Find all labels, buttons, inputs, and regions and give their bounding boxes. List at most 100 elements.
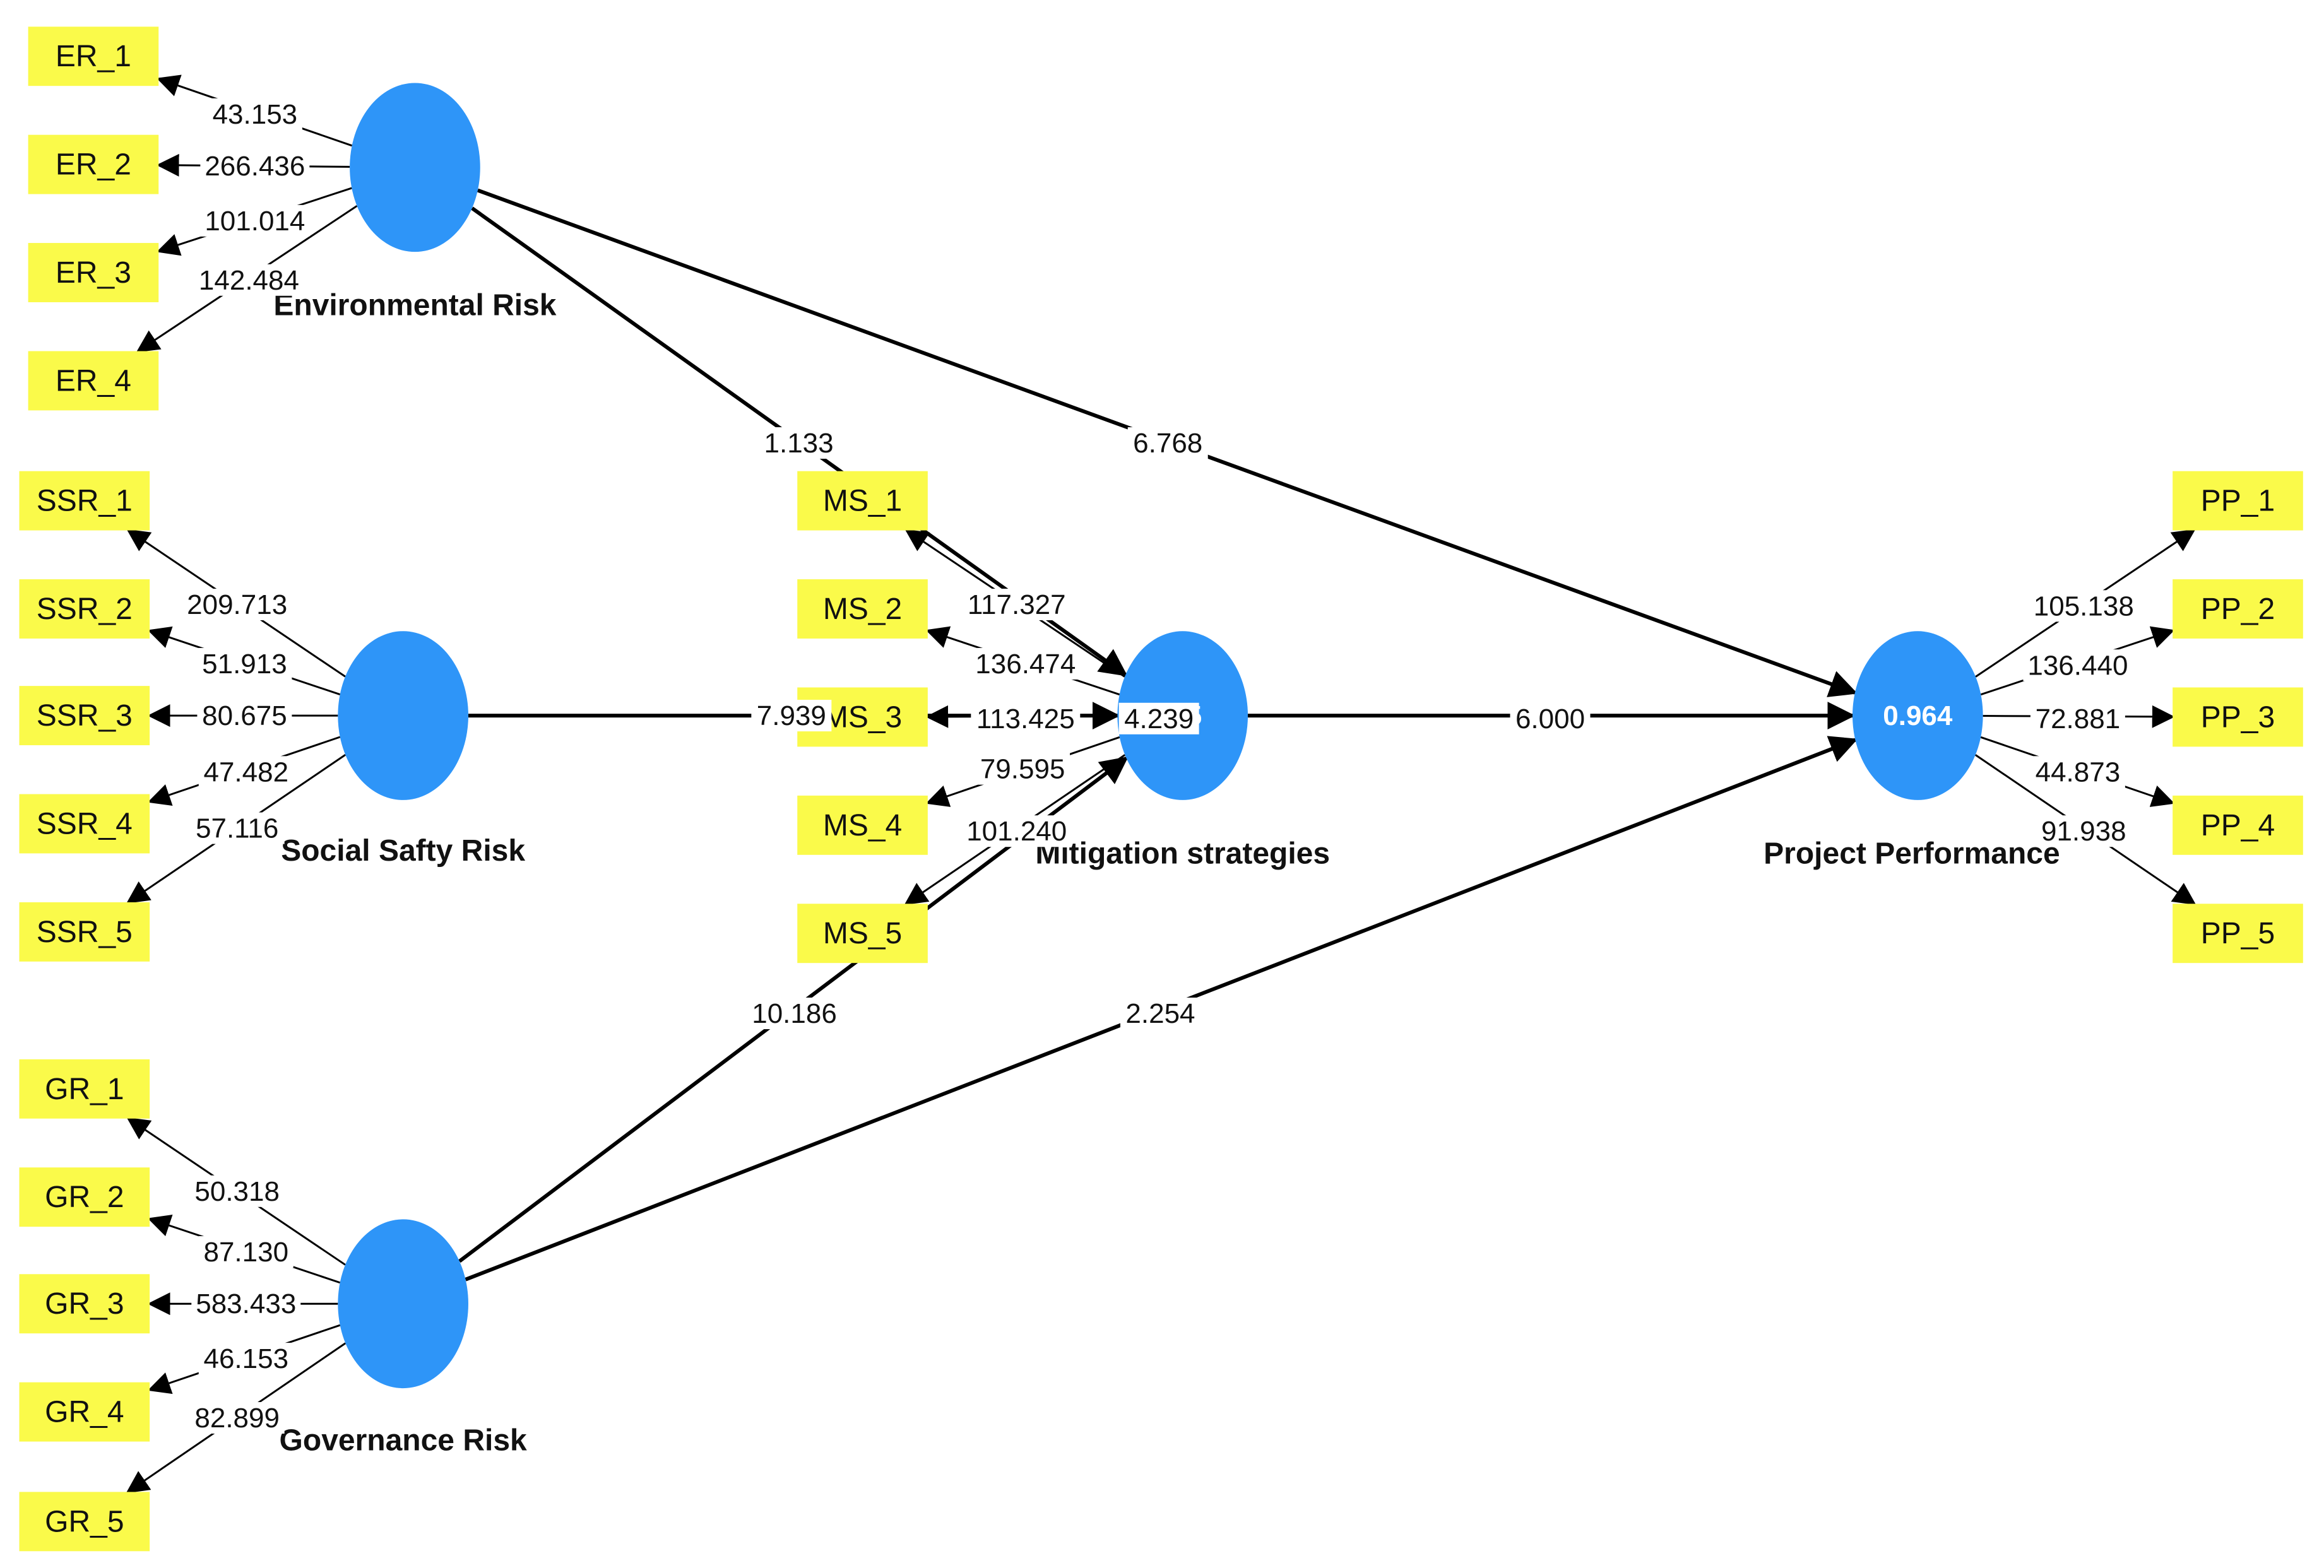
label-bg: [2023, 649, 2133, 681]
label-text: 101.240: [966, 816, 1067, 847]
indicator-box: [19, 1167, 150, 1227]
indicator-pp_5[interactable]: PP_5: [2173, 904, 2303, 964]
loading-value-gr_1: 50.318: [189, 1175, 285, 1207]
label-bg: [197, 700, 292, 732]
indicator-er_3[interactable]: ER_3: [28, 243, 159, 302]
indicator-ms_4[interactable]: MS_4: [797, 795, 928, 855]
indicator-label: PP_4: [2201, 809, 2275, 842]
indicator-label: MS_2: [823, 592, 902, 626]
label-text: 101.014: [205, 206, 305, 237]
indicator-er_2[interactable]: ER_2: [28, 134, 159, 194]
label-text: 7.939: [757, 700, 826, 731]
indicator-box: [2173, 687, 2303, 747]
loading-value-ssr_1: 209.713: [182, 588, 292, 620]
indicator-label: PP_3: [2201, 700, 2275, 734]
indicator-ssr_4[interactable]: SSR_4: [19, 794, 150, 854]
indicator-ssr_3[interactable]: SSR_3: [19, 686, 150, 746]
indicator-label: ER_3: [56, 256, 131, 290]
loading-value-ssr_5: 57.116: [189, 812, 285, 844]
label-text: 50.318: [194, 1176, 280, 1207]
label-text: 10.186: [752, 998, 837, 1029]
construct-name-ssr: Social Safty Risk: [281, 834, 525, 868]
indicator-label: PP_2: [2201, 592, 2275, 626]
indicator-box: [28, 243, 159, 302]
label-text: 266.436: [205, 151, 305, 182]
indicator-ssr_1[interactable]: SSR_1: [19, 471, 150, 531]
construct-ssr[interactable]: [338, 631, 468, 800]
indicator-pp_2[interactable]: PP_2: [2173, 579, 2303, 639]
label-text: 80.675: [202, 700, 287, 731]
indicator-ms_5[interactable]: MS_5: [797, 904, 928, 964]
indicator-gr_1[interactable]: GR_1: [19, 1059, 150, 1119]
indicator-box: [2173, 471, 2303, 531]
indicator-label: MS_4: [823, 809, 902, 842]
label-bg: [198, 1236, 293, 1268]
path-value-ssr-ms: 7.939: [751, 700, 832, 732]
label-bg: [197, 647, 292, 680]
label-text: 6.000: [1515, 704, 1585, 734]
indicator-box: [2173, 579, 2303, 639]
label-bg: [1127, 427, 1208, 459]
label-text: 87.130: [203, 1237, 288, 1268]
label-bg: [1120, 998, 1201, 1030]
indicator-pp_1[interactable]: PP_1: [2173, 471, 2303, 531]
label-bg: [759, 427, 839, 459]
indicator-box: [19, 579, 150, 639]
label-bg: [189, 1402, 285, 1434]
indicator-label: GR_4: [45, 1396, 124, 1429]
loading-value-ssr_3: 80.675: [197, 700, 292, 732]
path-value-ms-pp: 6.000: [1510, 702, 1591, 734]
indicator-label: MS_3: [823, 700, 902, 734]
indicator-er_4[interactable]: ER_4: [28, 351, 159, 411]
indicator-ssr_5[interactable]: SSR_5: [19, 902, 150, 962]
indicator-label: SSR_3: [37, 699, 133, 733]
indicator-label: GR_1: [45, 1073, 124, 1106]
loading-value-er_1: 43.153: [207, 98, 302, 130]
path-value-ms-ms: 4.239: [1118, 702, 1199, 734]
construct-er[interactable]: [350, 83, 480, 252]
indicator-gr_4[interactable]: GR_4: [19, 1382, 150, 1442]
label-text: 142.484: [199, 265, 299, 296]
indicator-ssr_2[interactable]: SSR_2: [19, 579, 150, 639]
indicator-ms_1[interactable]: MS_1: [797, 471, 928, 531]
indicator-pp_3[interactable]: PP_3: [2173, 687, 2303, 747]
label-text: 136.440: [2027, 650, 2128, 681]
indicator-label: PP_1: [2201, 485, 2275, 518]
construct-name-pp: Project Performance: [1764, 837, 2060, 870]
label-bg: [200, 150, 310, 182]
indicator-label: MS_1: [823, 485, 902, 518]
label-text: 2.254: [1125, 998, 1195, 1029]
construct-name-ms: Mitigation strategies: [1035, 837, 1330, 870]
indicator-label: MS_5: [823, 917, 902, 950]
indicator-gr_3[interactable]: GR_3: [19, 1274, 150, 1334]
indicator-ms_2[interactable]: MS_2: [797, 579, 928, 639]
indicator-label: SSR_5: [37, 916, 133, 949]
label-bg: [747, 998, 842, 1030]
path-value-er-pp: 6.768: [1127, 427, 1208, 459]
indicator-box: [28, 351, 159, 411]
indicator-gr_5[interactable]: GR_5: [19, 1492, 150, 1552]
loading-value-er_3: 101.014: [200, 204, 310, 237]
indicator-label: ER_1: [56, 40, 131, 73]
indicator-pp_4[interactable]: PP_4: [2173, 795, 2303, 855]
label-text: 43.153: [213, 99, 298, 130]
construct-pp[interactable]: [1853, 631, 1983, 800]
loading-value-gr_2: 87.130: [198, 1236, 293, 1268]
indicator-box: [2173, 795, 2303, 855]
label-bg: [971, 647, 1081, 680]
indicator-label: SSR_1: [37, 485, 133, 518]
loading-value-ms_3: 113.425: [971, 702, 1081, 734]
label-text: 583.433: [196, 1288, 296, 1319]
label-bg: [198, 756, 293, 788]
loading-value-pp_3: 72.881: [2030, 702, 2125, 734]
indicator-er_1[interactable]: ER_1: [28, 27, 159, 86]
indicator-gr_2[interactable]: GR_2: [19, 1167, 150, 1227]
label-text: 51.913: [202, 649, 287, 680]
loading-value-pp_4: 44.873: [2030, 756, 2125, 788]
label-bg: [207, 98, 302, 130]
indicator-box: [19, 1492, 150, 1552]
indicator-label: ER_4: [56, 364, 131, 398]
construct-gr[interactable]: [338, 1219, 468, 1389]
loading-value-er_2: 266.436: [200, 150, 310, 182]
loading-value-ms_1: 117.327: [962, 588, 1072, 620]
